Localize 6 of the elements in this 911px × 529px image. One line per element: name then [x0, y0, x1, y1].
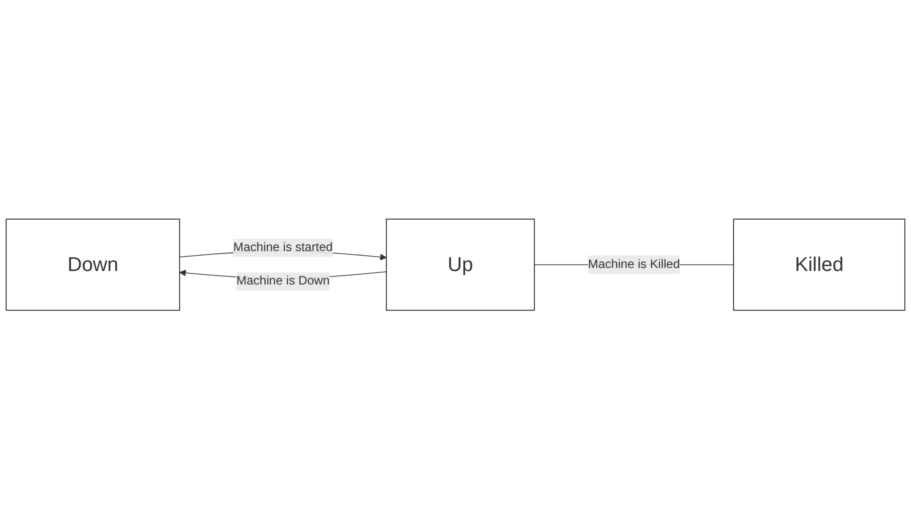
- node-box: Up: [386, 218, 535, 310]
- edge-label: Machine is Down: [236, 274, 330, 288]
- edge-label: Machine is Killed: [588, 258, 680, 271]
- node-box: Down: [6, 218, 180, 310]
- edge-label: Machine is started: [233, 240, 333, 254]
- node-box: Killed: [733, 218, 906, 310]
